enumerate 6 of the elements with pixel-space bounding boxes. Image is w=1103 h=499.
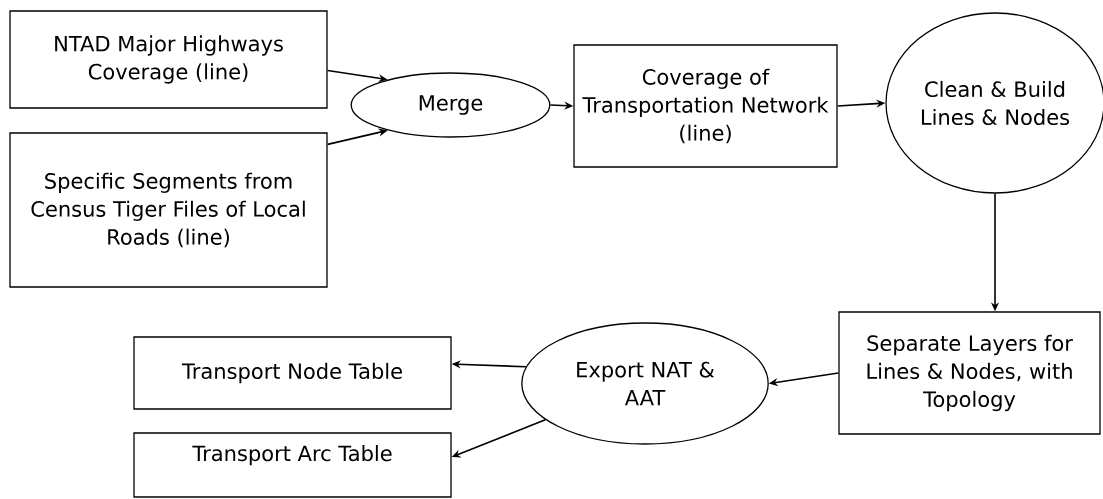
process-box: NTAD Major Highways Coverage (line) <box>9 10 328 109</box>
process-box: Separate Layers for Lines & Nodes, with Topology <box>838 311 1101 435</box>
process-box: Specific Segments from Census Tiger Files of Local Roads (line) <box>9 132 328 288</box>
process-box: Transport Node Table <box>133 336 452 410</box>
process-box: Coverage of Transportation Network (line) <box>573 44 838 168</box>
process-box: Transport Arc Table <box>133 432 452 498</box>
